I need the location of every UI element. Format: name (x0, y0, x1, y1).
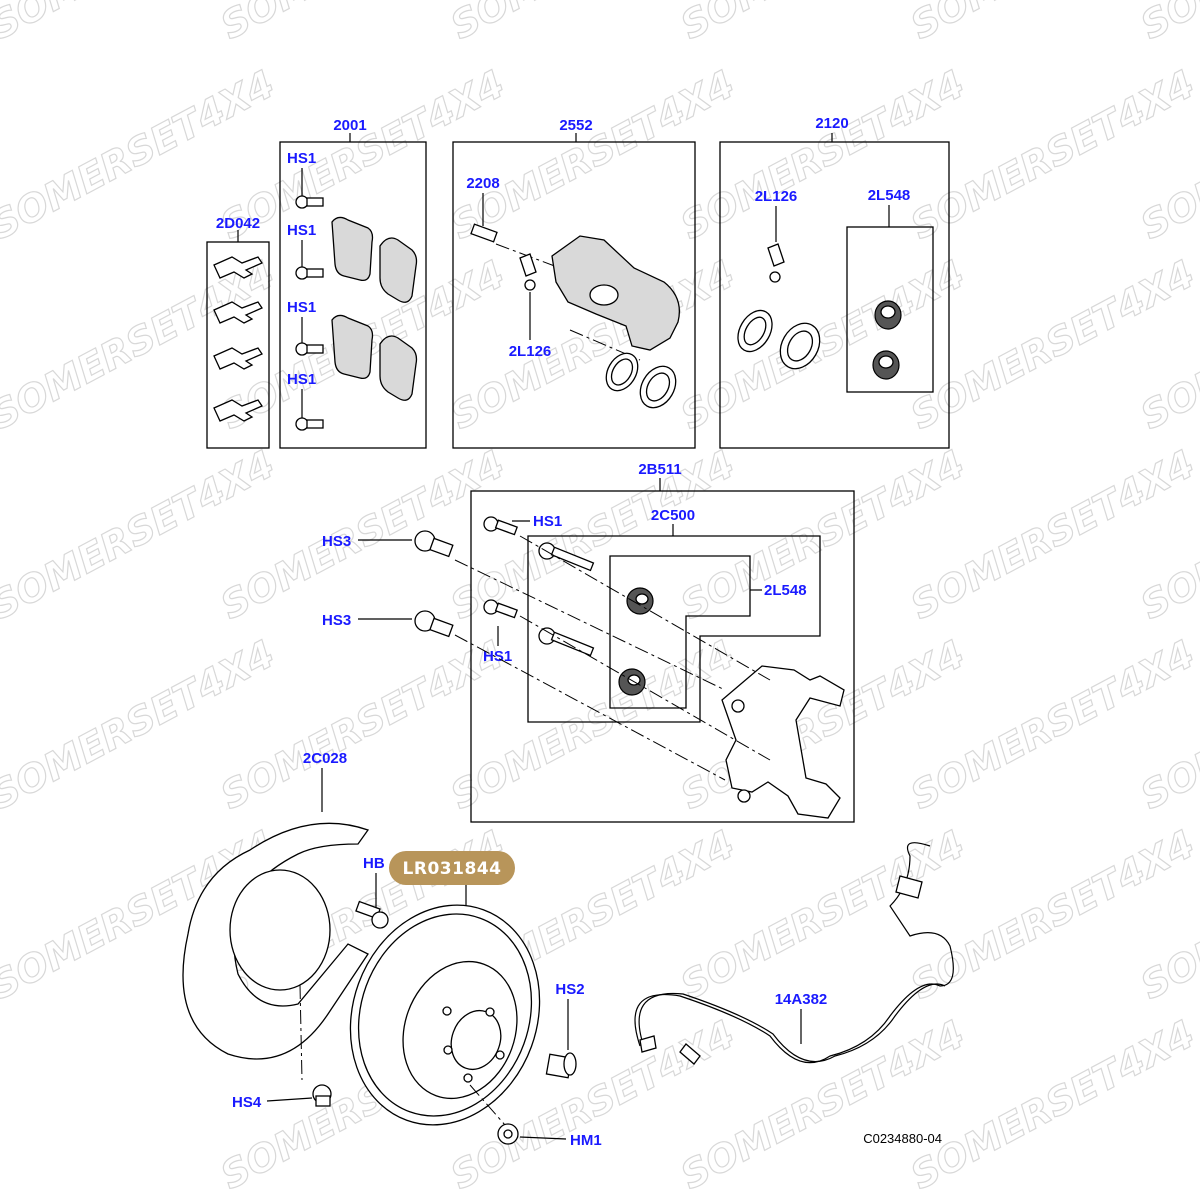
seal-kit-box (719, 141, 950, 449)
callout-2208[interactable]: 2208 (466, 175, 499, 192)
callout-2D042[interactable]: 2D042 (216, 215, 260, 232)
highlight-part-number[interactable]: LR031844 (403, 859, 502, 879)
carrier-group: 2B511 HS1 HS1 2C500 2L548 (454, 461, 855, 823)
callout-2B511[interactable]: 2B511 (638, 461, 681, 478)
callout-hs2[interactable]: HS2 (555, 981, 584, 998)
caliper-body-icon (551, 235, 681, 361)
bolt-icon (545, 1052, 577, 1079)
hs3-group: HS3 HS3 (322, 530, 454, 638)
clip-icon (213, 256, 263, 422)
callout-hs1[interactable]: HS1 (287, 222, 316, 239)
seal-kit-group: 2120 2L126 2L548 (719, 115, 950, 449)
pads-kit-group: 2001 HS1 HS1 HS1 HS1 (279, 117, 427, 449)
hs2-group: HS2 (545, 981, 585, 1079)
carrier-bracket-icon (721, 665, 845, 819)
sensor-tip-icon (679, 1043, 701, 1065)
boot-kit-box (846, 226, 934, 393)
nut-icon (497, 1123, 519, 1145)
hm1-group: HM1 (469, 1084, 602, 1149)
boot-icon (872, 300, 902, 380)
seal-ring-icon (737, 309, 821, 370)
piston-seal-icon (605, 352, 677, 409)
callout-hs1[interactable]: HS1 (287, 371, 316, 388)
backplate-group: 2C028 (182, 750, 370, 1060)
callout-hs1[interactable]: HS1 (483, 648, 512, 665)
callout-hs1[interactable]: HS1 (287, 299, 316, 316)
callout-hs4[interactable]: HS4 (232, 1094, 262, 1111)
bolt-icon (312, 1084, 332, 1107)
bolt-icon (295, 195, 324, 431)
diagram-code: C0234880-04 (863, 1131, 942, 1146)
callout-hs1[interactable]: HS1 (533, 513, 562, 530)
callout-hm1[interactable]: HM1 (570, 1132, 602, 1149)
pads-kit-box (279, 141, 427, 449)
callout-hb[interactable]: HB (363, 855, 385, 872)
brake-disc-icon (349, 904, 541, 1126)
sensor-group: 14A382 (634, 842, 954, 1065)
assembly-lines (454, 535, 771, 781)
bolt-icon (355, 900, 389, 929)
watermark: SOMERSET4X4 (1134, 0, 1200, 48)
bolt-icon (483, 516, 518, 619)
dust-cap-icon (519, 253, 537, 291)
boot-icon (618, 587, 654, 696)
callout-2L548[interactable]: 2L548 (868, 187, 911, 204)
callout-2552[interactable]: 2552 (559, 117, 592, 134)
brake-disc-group: LR031844 (349, 851, 541, 1126)
boot-kit-mid-box (609, 555, 751, 709)
hs4-group: HS4 (232, 984, 332, 1111)
callout-2C500[interactable]: 2C500 (651, 507, 695, 524)
backplate-shield (182, 822, 370, 1060)
clip-kit-group: 2D042 (206, 215, 270, 449)
caliper-box (452, 141, 696, 449)
callout-2L126[interactable]: 2L126 (755, 188, 798, 205)
callout-2120[interactable]: 2120 (815, 115, 848, 132)
hb-group: HB (355, 855, 389, 929)
guide-pin-icon (538, 542, 595, 657)
guide-pin-kit-box (527, 535, 821, 723)
caliper-group: 2552 2208 2L126 (452, 117, 696, 449)
callout-2C028[interactable]: 2C028 (303, 750, 347, 767)
sensor-plug-icon (895, 875, 923, 899)
callout-hs3[interactable]: HS3 (322, 612, 351, 629)
callout-14A382[interactable]: 14A382 (775, 991, 828, 1008)
carrier-box (470, 490, 855, 823)
callout-hs3[interactable]: HS3 (322, 533, 351, 550)
bolt-icon (414, 530, 454, 638)
highlight-badge[interactable] (389, 851, 515, 885)
brake-pad-icon (331, 216, 418, 401)
callout-hs1[interactable]: HS1 (287, 150, 316, 167)
callout-2L126[interactable]: 2L126 (509, 343, 552, 360)
dust-cap-icon (767, 243, 785, 283)
callout-2L548[interactable]: 2L548 (764, 582, 807, 599)
callout-2001[interactable]: 2001 (333, 117, 366, 134)
